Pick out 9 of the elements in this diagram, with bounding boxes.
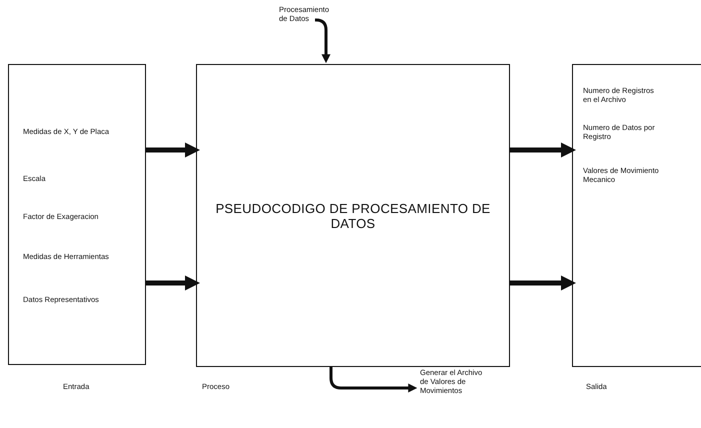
box-title: PSEUDOCODIGO DE PROCESAMIENTO DE DATOS xyxy=(214,200,492,230)
arrow xyxy=(510,142,576,158)
arrow xyxy=(510,276,576,290)
process-box xyxy=(196,64,510,367)
process-box xyxy=(8,64,146,365)
arrow xyxy=(330,367,418,392)
arrow xyxy=(146,142,200,158)
arrow xyxy=(146,276,200,290)
process-box xyxy=(572,64,701,367)
